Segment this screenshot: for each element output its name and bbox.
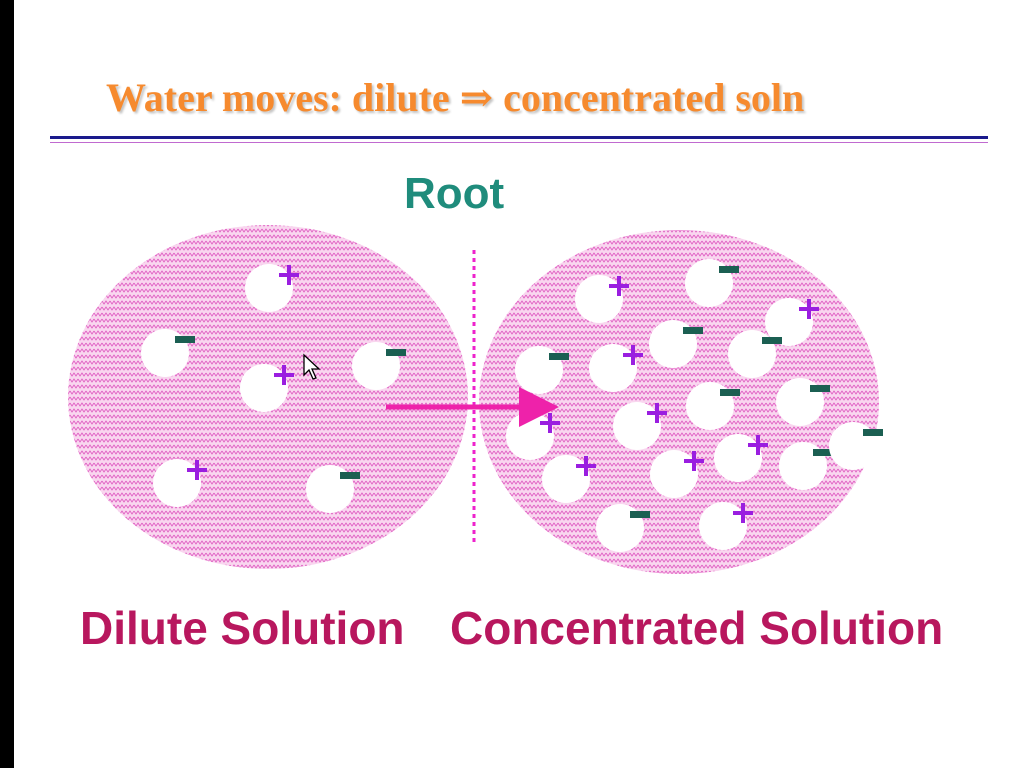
concentrated-positive-ion: [575, 275, 629, 323]
minus-sign-icon: [386, 349, 406, 356]
minus-sign-icon: [762, 337, 782, 344]
plus-sign-icon: [609, 276, 629, 296]
root-label: Root: [404, 169, 505, 218]
mouse-cursor-icon: [303, 353, 321, 380]
dilute-negative-ion: [306, 465, 360, 513]
title-underline-dark: [50, 136, 988, 139]
ion-bubble: [613, 402, 661, 450]
ion-bubble: [542, 455, 590, 503]
ion-bubble: [714, 434, 762, 482]
ion-bubble: [699, 502, 747, 550]
plus-sign-icon: [684, 451, 704, 471]
plus-sign-icon: [274, 365, 294, 385]
ion-bubble: [506, 412, 554, 460]
dilute-negative-ion: [141, 329, 195, 377]
minus-sign-icon: [175, 336, 195, 343]
concentrated-positive-ion: [589, 344, 643, 392]
concentrated-positive-ion: [765, 298, 819, 346]
concentrated-negative-ion: [829, 422, 883, 470]
minus-sign-icon: [813, 449, 833, 456]
concentrated-positive-ion: [613, 402, 667, 450]
concentrated-positive-ion: [542, 455, 596, 503]
plus-sign-icon: [647, 403, 667, 423]
ion-bubble: [575, 275, 623, 323]
plus-sign-icon: [799, 299, 819, 319]
concentrated-negative-ion: [779, 442, 833, 490]
concentrated-negative-ion: [686, 382, 740, 430]
plus-sign-icon: [623, 345, 643, 365]
minus-sign-icon: [549, 353, 569, 360]
minus-sign-icon: [340, 472, 360, 479]
concentrated-positive-ion: [699, 502, 753, 550]
concentrated-positive-ion: [650, 450, 704, 498]
plus-sign-icon: [576, 456, 596, 476]
concentrated-negative-ion: [728, 330, 782, 378]
plus-sign-icon: [279, 265, 299, 285]
minus-sign-icon: [630, 511, 650, 518]
minus-sign-icon: [863, 429, 883, 436]
dilute-negative-ion: [352, 342, 406, 390]
dilute-ions-group: [141, 264, 406, 513]
osmosis-diagram: [68, 225, 883, 574]
minus-sign-icon: [683, 327, 703, 334]
concentrated-negative-ion: [776, 378, 830, 426]
plus-sign-icon: [187, 460, 207, 480]
minus-sign-icon: [810, 385, 830, 392]
minus-sign-icon: [720, 389, 740, 396]
concentrated-ions-group: [506, 259, 883, 552]
concentrated-negative-ion: [685, 259, 739, 307]
dilute-positive-ion: [245, 264, 299, 312]
dilute-solution-caption: Dilute Solution: [80, 602, 405, 654]
dilute-positive-ion: [240, 364, 294, 412]
ion-bubble: [650, 450, 698, 498]
concentrated-positive-ion: [714, 434, 768, 482]
concentrated-negative-ion: [649, 320, 703, 368]
plus-sign-icon: [733, 503, 753, 523]
ion-bubble: [589, 344, 637, 392]
ion-bubble: [245, 264, 293, 312]
ion-bubble: [153, 459, 201, 507]
slide-title: Water moves: dilute ⇒ concentrated soln: [106, 75, 805, 120]
dilute-positive-ion: [153, 459, 207, 507]
concentrated-solution-caption: Concentrated Solution: [450, 602, 944, 654]
ion-bubble: [240, 364, 288, 412]
plus-sign-icon: [748, 435, 768, 455]
concentrated-negative-ion: [596, 504, 650, 552]
title-underline-light: [50, 142, 988, 143]
slide: Water moves: dilute ⇒ concentrated soln …: [14, 0, 1024, 768]
concentrated-negative-ion: [515, 346, 569, 394]
minus-sign-icon: [719, 266, 739, 273]
